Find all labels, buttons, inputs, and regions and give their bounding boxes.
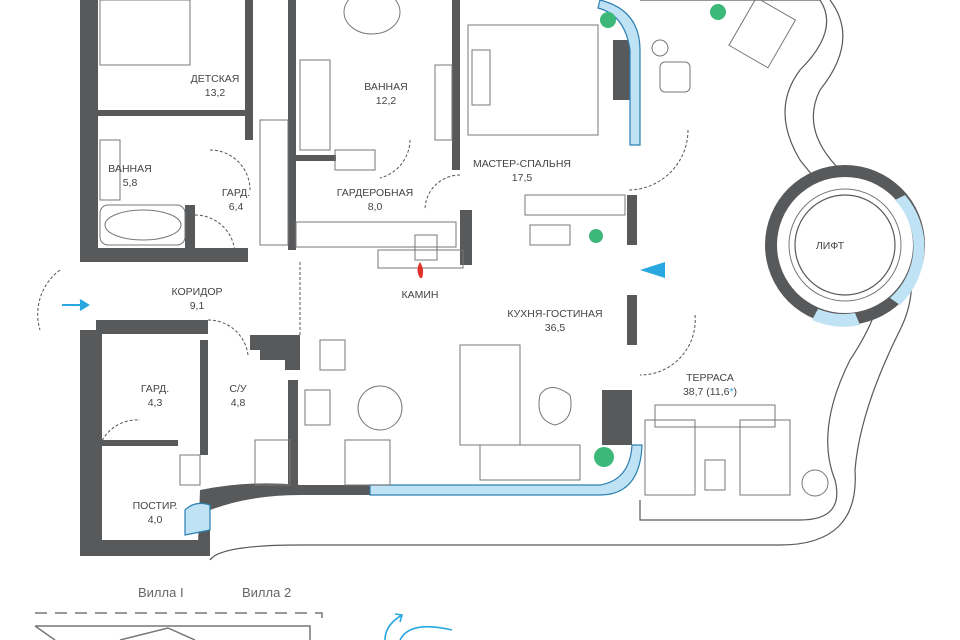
window-laundry — [184, 502, 211, 536]
room-bath-big-name: ВАННАЯ — [364, 81, 407, 93]
key-plan-dashed — [35, 612, 323, 625]
entrance-arrow-icon — [62, 299, 90, 311]
room-closet1-area: 6,4 — [229, 201, 244, 213]
room-bath-small-name: ВАННАЯ — [108, 163, 151, 175]
room-closet2-name: ГАРД. — [141, 383, 169, 395]
fireplace-label: КАМИН — [402, 289, 439, 301]
room-living-name: КУХНЯ-ГОСТИНАЯ — [507, 308, 602, 320]
plant-icons — [589, 4, 726, 467]
room-corridor-name: КОРИДОР — [172, 286, 223, 298]
room-laundry-name: ПОСТИР. — [133, 500, 178, 512]
room-master-name: МАСТЕР-СПАЛЬНЯ — [473, 158, 571, 170]
terrace-entrance-arrow-icon — [640, 262, 665, 278]
room-living-area: 36,5 — [545, 322, 566, 334]
terrace-outline-outer — [209, 0, 912, 561]
villa-2-label: Вилла 2 — [242, 585, 291, 600]
room-kids-name: ДЕТСКАЯ — [191, 73, 240, 85]
room-laundry-area: 4,0 — [148, 514, 163, 526]
villa-1-label: Вилла I — [138, 585, 184, 600]
room-wc-name: С/У — [229, 383, 247, 395]
room-wardrobe-area: 8,0 — [368, 201, 383, 213]
compass-arrow-icon — [384, 613, 453, 640]
room-terrace-name: ТЕРРАСА — [686, 372, 734, 384]
walls — [80, 0, 637, 556]
room-master-area: 17,5 — [512, 172, 533, 184]
lift — [765, 165, 925, 327]
room-closet1-name: ГАРД. — [222, 187, 250, 199]
room-lift-name: ЛИФТ — [816, 240, 845, 252]
room-closet2-area: 4,3 — [148, 397, 163, 409]
furniture — [99, 0, 829, 497]
doors — [37, 129, 696, 446]
fire-icon — [417, 262, 424, 278]
room-wardrobe-name: ГАРДЕРОБНАЯ — [337, 187, 413, 199]
room-kids-area: 13,2 — [205, 87, 226, 99]
room-bath-big-area: 12,2 — [376, 95, 397, 107]
key-plan — [34, 625, 311, 640]
room-terrace-area: 38,7 (11,6*) — [683, 386, 737, 398]
room-wc-area: 4,8 — [231, 397, 246, 409]
room-bath-small-area: 5,8 — [123, 177, 138, 189]
room-corridor-area: 9,1 — [190, 300, 205, 312]
window-living — [369, 444, 643, 496]
